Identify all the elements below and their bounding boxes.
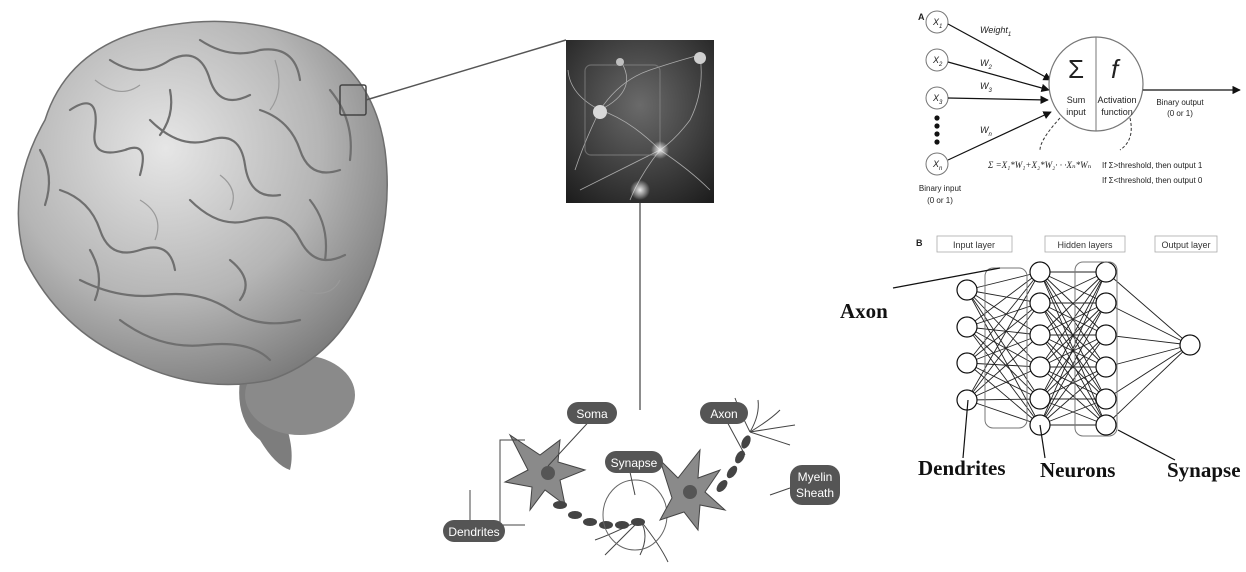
network-dendrites-label: Dendrites [918,456,1006,480]
svg-text:Synapse: Synapse [611,456,658,470]
network-neurons-label: Neurons [1040,458,1115,482]
svg-text:Axon: Axon [710,407,737,421]
myelin-beads-right [714,434,752,494]
input-node-3: X 3 [926,87,948,109]
hidden-neuron-1 [1030,357,1050,377]
synapse-pointer [1118,430,1175,460]
threshold-rule-2: If Σ<threshold, then output 0 [1102,176,1203,185]
network-edge [967,327,1040,399]
weight-labels: Weight1 W2 W3 Wn [980,25,1011,138]
axon-label: Axon [700,402,748,424]
network-edge [967,272,1040,290]
activation-label-2: function [1101,107,1133,117]
neurons-micrograph [566,40,714,203]
threshold-rule-1: If Σ>threshold, then output 1 [1102,161,1203,170]
input-node-2: X 2 [926,49,948,71]
hidden-neuron-1 [1030,325,1050,345]
output-neuron [1180,335,1200,355]
network-edge [967,399,1040,400]
axon-pointer [893,268,1000,288]
myelin-sheath-label: Myelin Sheath [790,465,840,505]
hidden-neuron-2 [1096,293,1116,313]
svg-text:Myelin: Myelin [798,470,833,484]
cerebrum [18,21,387,384]
panel-letter-a: A [918,12,925,22]
sum-label-2: input [1066,107,1086,117]
input-layer-header: Input layer [937,236,1012,252]
hidden-layers-header: Hidden layers [1045,236,1125,252]
synapse-label: Synapse [605,451,663,473]
output-label-2: (0 or 1) [1167,109,1193,118]
network-edge [967,327,1040,425]
svg-text:Soma: Soma [576,407,608,421]
svg-text:Wn: Wn [980,125,993,138]
input-neuron [957,280,977,300]
network-edge [967,272,1040,327]
brain-illustration [18,21,387,470]
svg-text:Hidden layers: Hidden layers [1057,240,1113,250]
svg-text:Output layer: Output layer [1161,240,1210,250]
network-edge [967,400,1040,425]
svg-text:Input layer: Input layer [953,240,995,250]
neural-network-diagram: B Input layer Hidden layers Output layer… [840,236,1241,482]
svg-text:W3: W3 [980,81,993,94]
network-edge [1106,345,1190,367]
panel-letter-b: B [916,238,923,248]
hidden-neuron-2 [1096,415,1116,435]
svg-text:1: 1 [939,24,942,30]
hidden-neuron-1 [1030,293,1050,313]
activation-label-1: Activation [1097,95,1136,105]
output-layer-header: Output layer [1155,236,1217,252]
input-label-2: (0 or 1) [927,196,953,205]
hidden-neuron-2 [1096,262,1116,282]
ellipsis-dots [934,115,939,144]
neuron-drawing: Soma Synapse Axon Myelin Sheath Dendrite… [443,398,840,562]
hidden-neuron-2 [1096,389,1116,409]
network-axon-label: Axon [840,299,888,323]
weight-arrows [948,24,1051,160]
hidden-neuron-2 [1096,325,1116,345]
input-node-n: X n [926,153,948,175]
output-label-1: Binary output [1156,98,1204,107]
zoom-connector [366,40,566,100]
network-edge [1106,345,1190,425]
svg-text:2: 2 [938,62,943,68]
hidden-neuron-2 [1096,357,1116,377]
input-neuron [957,353,977,373]
hidden-neuron-1 [1030,262,1050,282]
network-edge [1106,345,1190,399]
hidden-neuron-1 [1030,389,1050,409]
input-node-1: X 1 [926,11,948,33]
sum-label-1: Sum [1067,95,1086,105]
svg-text:Dendrites: Dendrites [448,525,499,539]
formula-pointer [1040,118,1060,150]
perceptron-diagram: A X 1 X 2 X 3 X n [918,11,1240,205]
soma-label: Soma [567,402,617,424]
svg-text:Weight1: Weight1 [980,25,1011,38]
network-edge [1106,272,1190,345]
input-label-1: Binary input [919,184,962,193]
svg-text:W2: W2 [980,58,993,71]
input-neuron [957,317,977,337]
sum-formula: Σ =X₁*W₁+X₂*W₂· · ·Xₙ*Wₙ [987,160,1092,170]
network-synapse-label: Synapse [1167,458,1241,482]
network-connections [967,272,1190,425]
network-edge [1106,335,1190,345]
network-edge [967,290,1040,425]
svg-text:Sheath: Sheath [796,486,834,500]
dendrites-label: Dendrites [443,520,505,542]
perceptron-neuron: Σ f Sum input Activation function [1049,37,1143,131]
network-edge [1106,303,1190,345]
sum-symbol: Σ [1068,54,1084,84]
